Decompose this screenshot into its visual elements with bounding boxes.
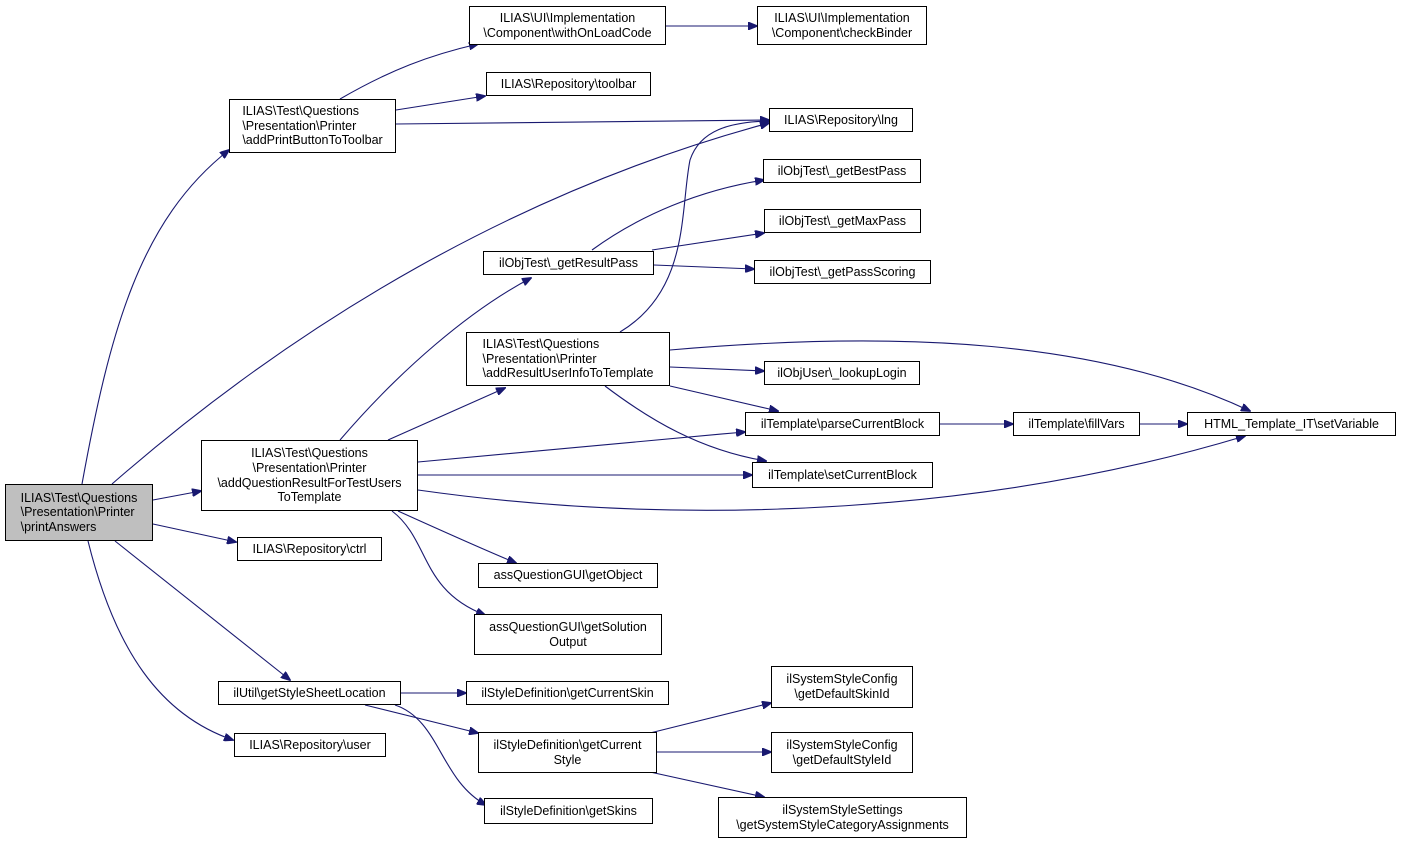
node-label-set-variable: HTML_Template_IT\setVariable — [1204, 416, 1379, 431]
edge-printanswers-lng — [111, 123, 769, 485]
node-label-repository-lng: ILIAS\Repository\lng — [784, 112, 898, 127]
node-get-system-style-category-assignments[interactable]: ilSystemStyleSettings \getSystemStyleCat… — [718, 797, 967, 838]
node-get-skins[interactable]: ilStyleDefinition\getSkins — [484, 798, 653, 824]
node-label-get-system-style-category-assignments: ilSystemStyleSettings \getSystemStyleCat… — [736, 802, 949, 832]
node-set-variable[interactable]: HTML_Template_IT\setVariable — [1187, 412, 1396, 436]
node-get-best-pass[interactable]: ilObjTest\_getBestPass — [763, 159, 921, 183]
node-label-lookup-login: ilObjUser\_lookupLogin — [777, 365, 907, 380]
edge-addresultuserinfo-parsecurrentblock — [669, 385, 778, 411]
node-label-get-object: assQuestionGUI\getObject — [493, 568, 643, 583]
node-get-default-skin-id[interactable]: ilSystemStyleConfig \getDefaultSkinId — [771, 666, 913, 708]
edge-getcurrentstyle-getsystemstylecategoryassignments — [649, 771, 764, 797]
edge-printanswers-addprintbutton — [81, 150, 229, 485]
edge-addquestionresult-getsolutionoutput — [391, 510, 485, 615]
edge-addresultuserinfo-lng — [619, 121, 769, 333]
edge-addprintbutton-lng — [395, 120, 769, 125]
edge-getresultpass-getpassscoring — [653, 264, 754, 269]
node-label-get-current-skin: ilStyleDefinition\getCurrentSkin — [481, 685, 654, 700]
node-check-binder[interactable]: ILIAS\UI\Implementation \Component\check… — [757, 6, 927, 45]
node-get-current-skin[interactable]: ilStyleDefinition\getCurrentSkin — [466, 681, 669, 705]
node-get-pass-scoring[interactable]: ilObjTest\_getPassScoring — [754, 260, 931, 284]
node-label-get-skins: ilStyleDefinition\getSkins — [500, 803, 637, 818]
node-repository-toolbar[interactable]: ILIAS\Repository\toolbar — [486, 72, 651, 96]
node-label-get-best-pass: ilObjTest\_getBestPass — [777, 163, 907, 178]
node-label-parse-current-block: ilTemplate\parseCurrentBlock — [760, 416, 925, 431]
edge-addquestionresult-setvariable — [417, 436, 1245, 511]
node-set-current-block[interactable]: ilTemplate\setCurrentBlock — [752, 462, 933, 488]
node-get-style-sheet-location[interactable]: ilUtil\getStyleSheetLocation — [218, 681, 401, 705]
node-repository-lng[interactable]: ILIAS\Repository\lng — [769, 108, 913, 132]
node-label-repository-ctrl: ILIAS\Repository\ctrl — [252, 541, 367, 556]
node-label-repository-toolbar: ILIAS\Repository\toolbar — [500, 76, 637, 91]
edge-addresultuserinfo-setcurrentblock — [604, 385, 766, 461]
node-get-current-style[interactable]: ilStyleDefinition\getCurrent Style — [478, 732, 657, 773]
node-get-max-pass[interactable]: ilObjTest\_getMaxPass — [764, 209, 921, 233]
edge-addquestionresult-parsecurrentblock — [417, 432, 745, 463]
node-label-get-style-sheet-location: ilUtil\getStyleSheetLocation — [233, 685, 386, 700]
node-label-add-result-user-info-to-template: ILIAS\Test\Questions \Presentation\Print… — [482, 337, 654, 381]
node-add-print-button-to-toolbar[interactable]: ILIAS\Test\Questions \Presentation\Print… — [229, 99, 396, 153]
node-label-fill-vars: ilTemplate\fillVars — [1028, 416, 1125, 431]
node-label-with-on-load-code: ILIAS\UI\Implementation \Component\withO… — [483, 10, 652, 40]
node-repository-user[interactable]: ILIAS\Repository\user — [234, 733, 386, 757]
node-get-default-style-id[interactable]: ilSystemStyleConfig \getDefaultStyleId — [771, 732, 913, 773]
node-with-on-load-code[interactable]: ILIAS\UI\Implementation \Component\withO… — [469, 6, 666, 45]
node-add-question-result-for-test-users-to-template[interactable]: ILIAS\Test\Questions \Presentation\Print… — [201, 440, 418, 511]
node-label-add-print-button-to-toolbar: ILIAS\Test\Questions \Presentation\Print… — [242, 104, 383, 148]
node-label-add-question-result-for-test-users-to-template: ILIAS\Test\Questions \Presentation\Print… — [217, 446, 402, 505]
edge-addquestionresult-getobject — [397, 510, 516, 563]
node-label-get-solution-output: assQuestionGUI\getSolution Output — [489, 619, 647, 649]
edge-printanswers-getstylesheetlocation — [114, 540, 290, 680]
edge-getcurrentstyle-getdefaultskinid — [649, 703, 771, 734]
node-label-check-binder: ILIAS\UI\Implementation \Component\check… — [771, 10, 913, 40]
node-label-set-current-block: ilTemplate\setCurrentBlock — [768, 467, 917, 482]
edge-addprintbutton-withonloadcode — [339, 44, 478, 100]
node-label-get-result-pass: ilObjTest\_getResultPass — [499, 255, 638, 270]
node-repository-ctrl[interactable]: ILIAS\Repository\ctrl — [237, 537, 382, 561]
edge-getresultpass-getmaxpass — [651, 233, 764, 251]
node-lookup-login[interactable]: ilObjUser\_lookupLogin — [764, 361, 920, 385]
edge-addquestionresult-getresultpass — [339, 278, 531, 441]
node-label-get-pass-scoring: ilObjTest\_getPassScoring — [769, 264, 916, 279]
edge-addprintbutton-toolbar — [395, 96, 485, 111]
edge-printanswers-user — [87, 540, 233, 740]
edge-addquestionresult-addresultuserinfo — [387, 388, 505, 441]
node-label-repository-user: ILIAS\Repository\user — [249, 737, 371, 752]
node-label-print-answers: ILIAS\Test\Questions \Presentation\Print… — [20, 490, 138, 534]
node-parse-current-block[interactable]: ilTemplate\parseCurrentBlock — [745, 412, 940, 436]
node-add-result-user-info-to-template[interactable]: ILIAS\Test\Questions \Presentation\Print… — [466, 332, 670, 386]
edge-addresultuserinfo-lookuplogin — [669, 366, 764, 371]
node-label-get-max-pass: ilObjTest\_getMaxPass — [778, 213, 907, 228]
node-label-get-default-skin-id: ilSystemStyleConfig \getDefaultSkinId — [786, 672, 898, 701]
edge-getstylesheetlocation-getskins — [394, 704, 486, 805]
node-fill-vars[interactable]: ilTemplate\fillVars — [1013, 412, 1140, 436]
edge-printanswers-addquestionresult — [152, 491, 201, 501]
node-get-solution-output[interactable]: assQuestionGUI\getSolution Output — [474, 614, 662, 655]
node-print-answers[interactable]: ILIAS\Test\Questions \Presentation\Print… — [5, 484, 153, 541]
node-label-get-current-style: ilStyleDefinition\getCurrent Style — [493, 737, 642, 767]
node-get-object[interactable]: assQuestionGUI\getObject — [478, 563, 658, 588]
node-label-get-default-style-id: ilSystemStyleConfig \getDefaultStyleId — [786, 737, 898, 767]
edge-getstylesheetlocation-getcurrentstyle — [364, 704, 478, 733]
node-get-result-pass[interactable]: ilObjTest\_getResultPass — [483, 251, 654, 275]
edge-printanswers-ctrl — [152, 523, 236, 542]
edge-getresultpass-getbestpass — [591, 180, 764, 251]
edge-addresultuserinfo-setvariable — [669, 340, 1250, 411]
